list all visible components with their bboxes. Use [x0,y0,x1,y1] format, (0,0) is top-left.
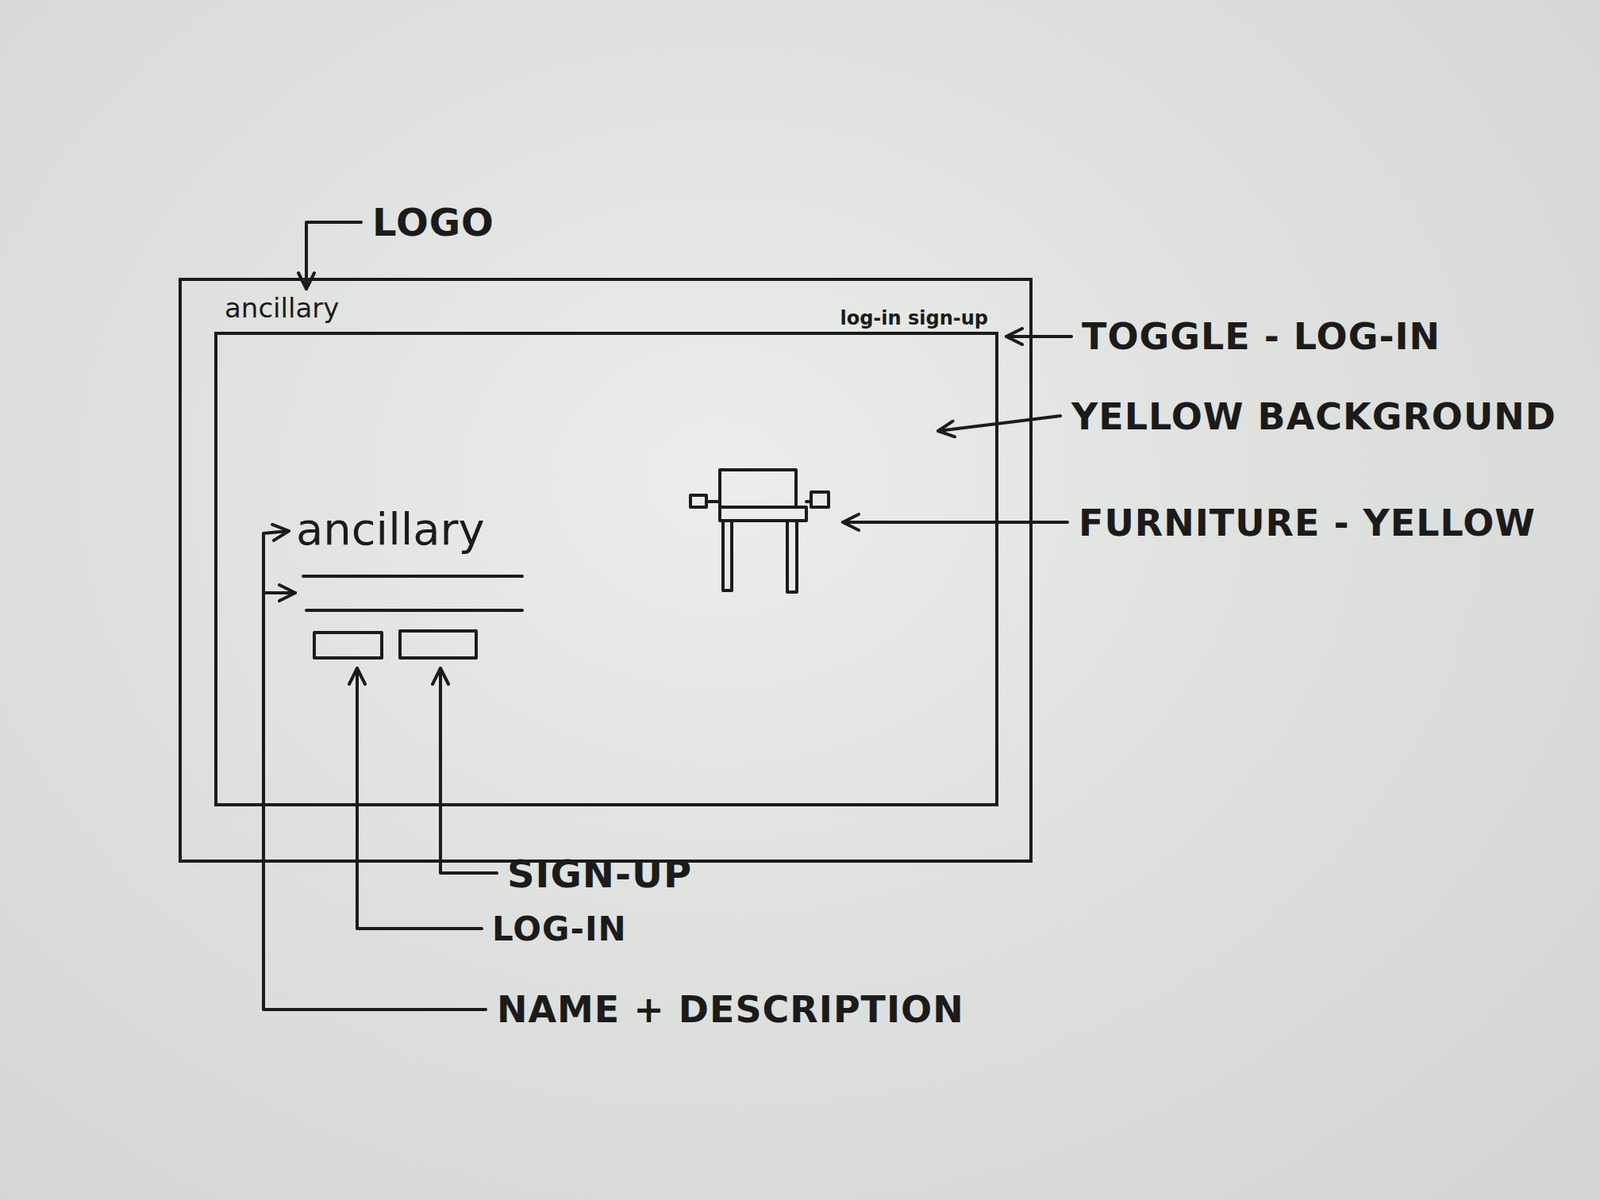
chair-icon [690,469,829,593]
callout-label: SIGN-UP [507,854,693,893]
browser-frame: ancillary log-in sign-up ancillary [178,277,1033,863]
leader-line [357,668,482,929]
leader-line [440,668,497,874]
callout-label: NAME + DESCRIPTION [496,991,965,1028]
leader-line [1006,334,1072,339]
description-line [306,608,523,612]
site-name: ancillary [296,504,485,554]
leader-line [263,530,486,1010]
callout-label: LOGO [372,203,495,242]
leader-line [938,415,1061,431]
header-logo: ancillary [224,293,339,324]
login-button [314,632,382,658]
header-toggle: log-in sign-up [839,307,989,329]
leader-line [263,591,296,595]
callout-label: LOG-IN [492,912,627,947]
callout-label: FURNITURE - YELLOW [1078,504,1536,542]
callout-label: YELLOW BACKGROUND [1071,398,1557,435]
leader-line [842,520,1068,524]
description-line [303,574,523,578]
callout-label: TOGGLE - LOG-IN [1081,318,1441,355]
signup-button [400,630,477,658]
content-area: ancillary [214,331,999,807]
